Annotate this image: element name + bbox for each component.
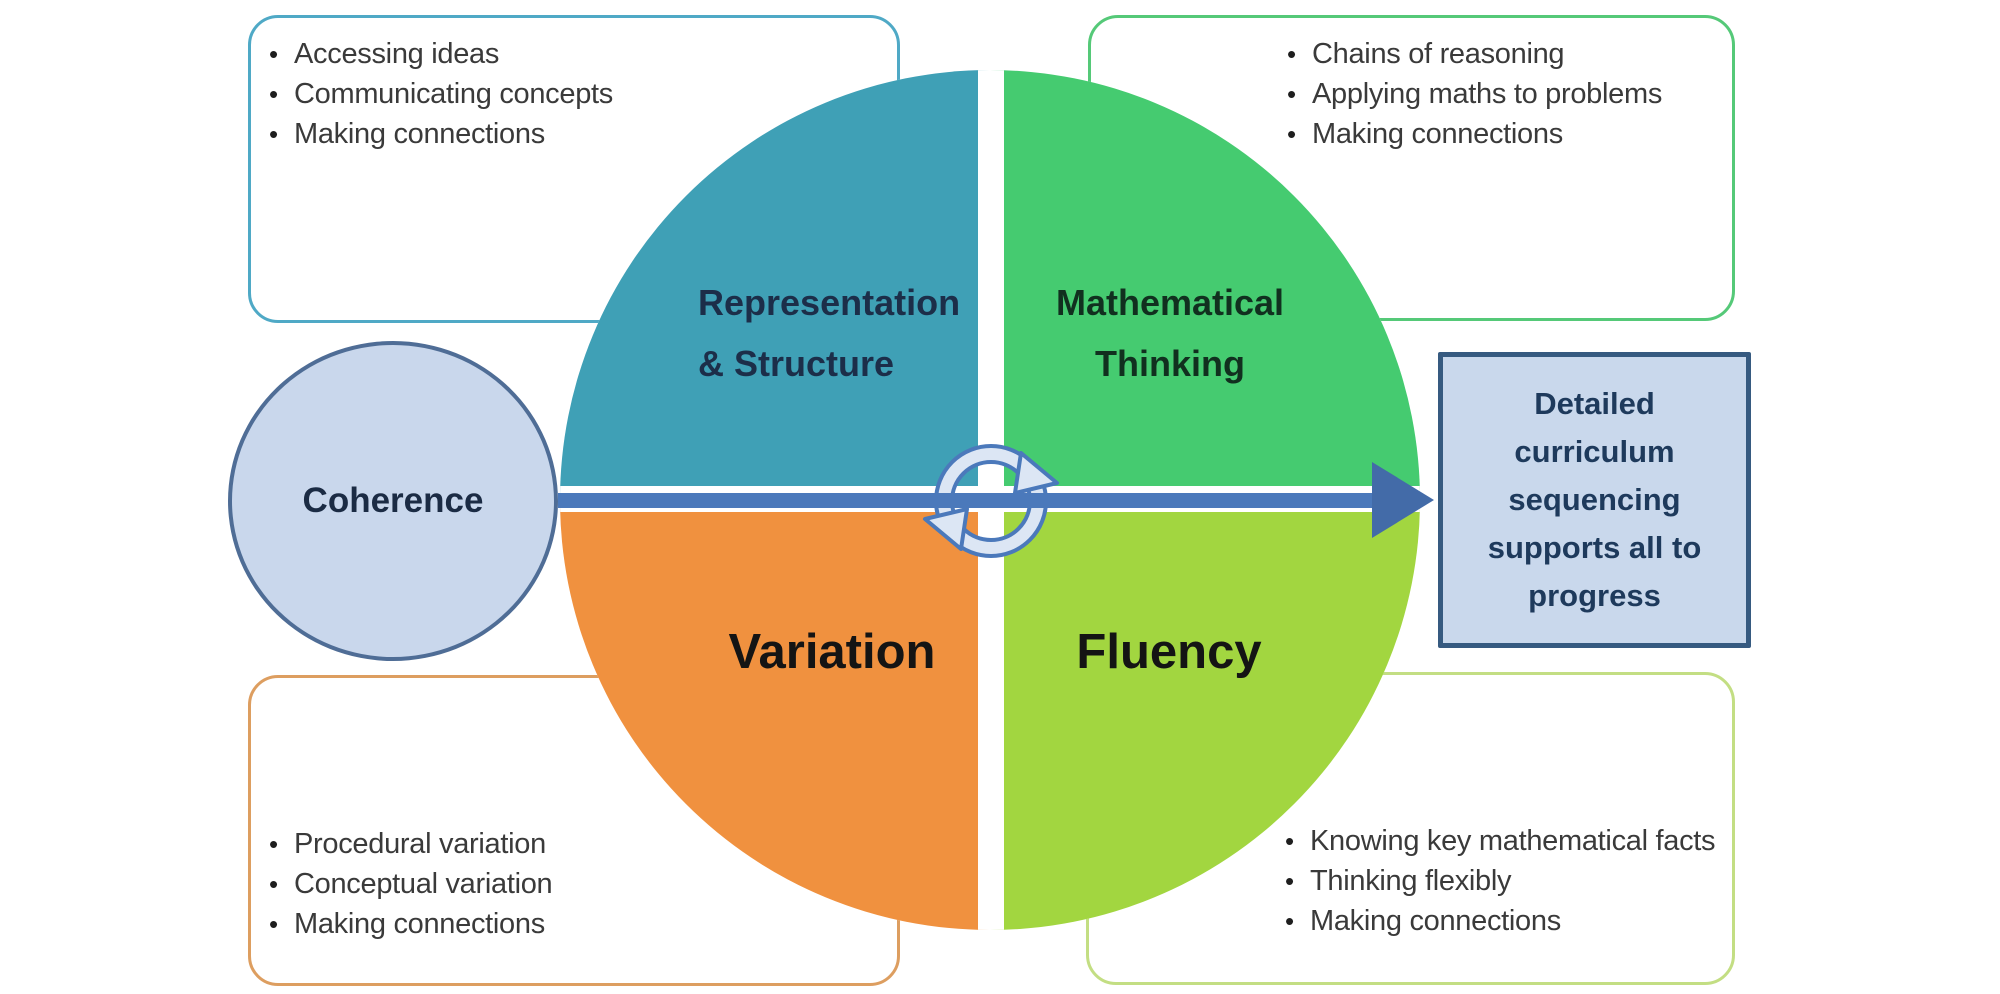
label-line: Thinking xyxy=(1095,343,1245,384)
outcome-line: supports all to xyxy=(1487,530,1702,565)
list-item: • Procedural variation xyxy=(269,824,552,864)
list-item: • Making connections xyxy=(269,904,552,944)
sequencing-arrow-line xyxy=(558,493,1374,508)
list-item-text: Making connections xyxy=(294,118,545,150)
quadrant-mathematical-thinking xyxy=(990,70,1420,500)
label-variation: Variation xyxy=(728,625,936,679)
quadrant-representation-structure xyxy=(560,70,990,500)
outcome-line: curriculum xyxy=(1514,434,1675,469)
bullet-icon: • xyxy=(269,119,278,149)
list-item-text: Making connections xyxy=(294,908,545,940)
quadrant-fluency xyxy=(990,500,1420,930)
label-mathematical-thinking: Mathematical Thinking xyxy=(1042,272,1298,394)
list-item: • Making connections xyxy=(269,114,613,154)
sequencing-arrow-head-icon xyxy=(1372,462,1434,538)
bullet-icon: • xyxy=(269,869,278,899)
bullet-icon: • xyxy=(1287,39,1296,69)
label-line: Mathematical xyxy=(1055,282,1285,323)
outcome-line: Detailed xyxy=(1534,386,1655,421)
label-line: & Structure xyxy=(698,343,895,384)
outcome-line: progress xyxy=(1528,578,1661,613)
bullet-icon: • xyxy=(269,39,278,69)
list-item-text: Procedural variation xyxy=(294,828,546,860)
bullet-icon: • xyxy=(269,829,278,859)
bullet-icon: • xyxy=(269,79,278,109)
quadrant-variation xyxy=(560,500,990,930)
coherence-circle: Coherence xyxy=(228,341,558,661)
label-fluency: Fluency xyxy=(1076,625,1262,679)
list-item-text: Conceptual variation xyxy=(294,868,553,900)
label-representation-structure: Representation & Structure xyxy=(698,272,960,394)
list-item: • Chains of reasoning xyxy=(1287,34,1662,74)
list-item-text: Accessing ideas xyxy=(294,38,500,70)
label-line: Representation xyxy=(698,282,961,323)
bullet-icon: • xyxy=(269,909,278,939)
outcome-box: Detailed curriculum sequencing supports … xyxy=(1438,352,1751,648)
list-item-text: Chains of reasoning xyxy=(1312,38,1565,70)
list-item: • Accessing ideas xyxy=(269,34,613,74)
outcome-line: sequencing xyxy=(1508,482,1681,517)
coherence-label: Coherence xyxy=(302,481,484,520)
list-item: • Conceptual variation xyxy=(269,864,553,904)
bullet-list: • Procedural variation • Conceptual vari… xyxy=(269,824,553,944)
